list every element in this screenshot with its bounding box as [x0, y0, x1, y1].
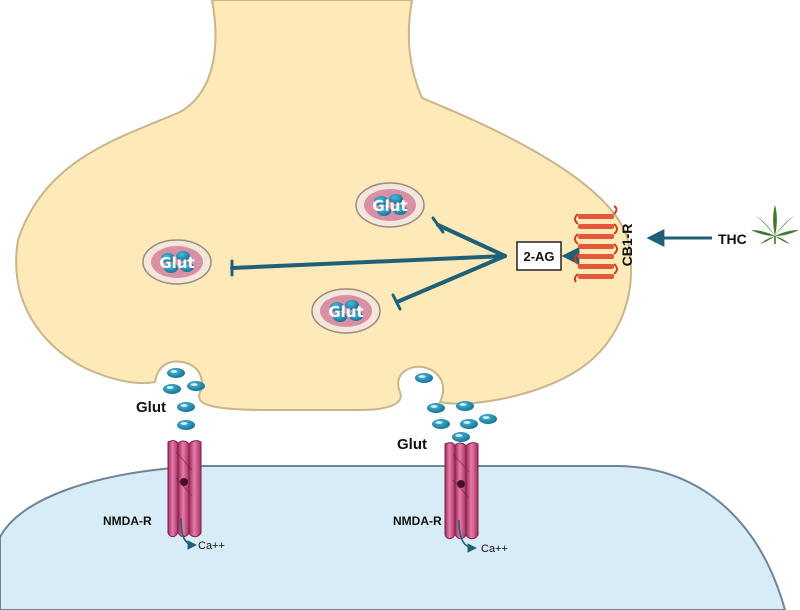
two-ag-label: 2-AG — [523, 249, 554, 264]
glut-vesicle-bottom: Glut — [311, 288, 381, 334]
ca-influx-arrow-right — [458, 519, 477, 553]
nmda-label-left: NMDA-R — [103, 514, 152, 528]
two-ag-label-box: 2-AG — [516, 241, 562, 271]
glut-label-left: Glut — [136, 399, 166, 416]
presynaptic-terminal — [15, 0, 632, 411]
ca-label-left: Ca++ — [198, 540, 225, 552]
vesicle-label: Glut — [328, 303, 363, 321]
glut-vesicle-left: Glut — [142, 239, 212, 285]
vesicle-label: Glut — [372, 197, 407, 215]
cb1r-label: CB1-R — [619, 224, 635, 267]
inhibition-lines — [230, 216, 507, 311]
vesicle-label: Glut — [159, 254, 194, 272]
nmda-receptor-left — [167, 440, 202, 538]
nmda-label-right: NMDA-R — [393, 514, 442, 528]
glut-vesicle-top: Glut — [355, 182, 425, 228]
ca-label-right: Ca++ — [481, 543, 508, 555]
nmda-receptor-right — [444, 442, 479, 540]
postsynaptic-neuron — [0, 465, 787, 610]
thc-label: THC — [718, 231, 747, 247]
glut-label-right: Glut — [397, 436, 427, 453]
cb1r-receptor-icon — [573, 205, 618, 283]
ca-influx-arrow-left — [180, 517, 197, 550]
cannabis-leaf-icon — [751, 205, 799, 244]
